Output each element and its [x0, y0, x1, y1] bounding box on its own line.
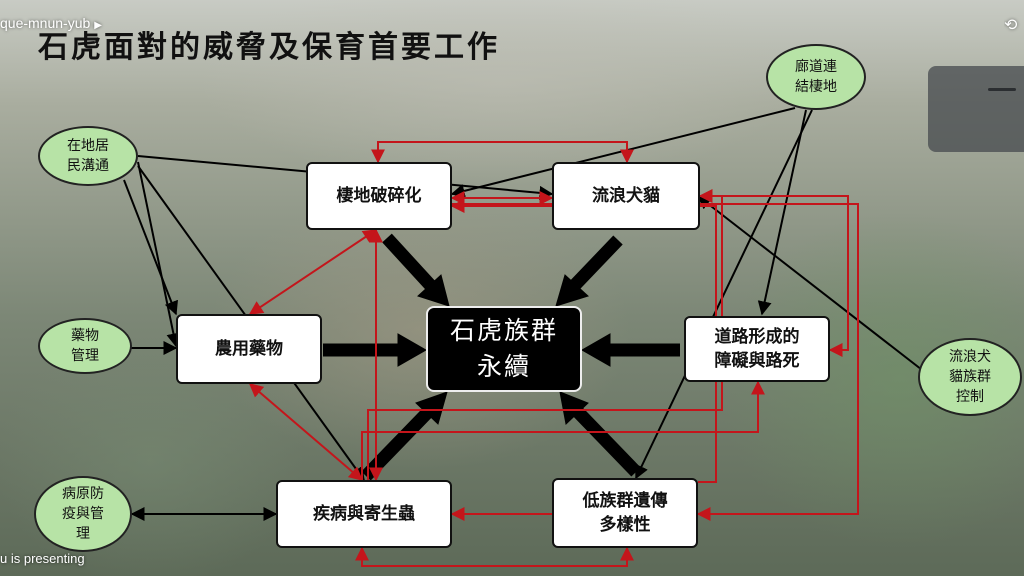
self-view-panel[interactable] [928, 66, 1024, 152]
arrowhead-pesticide [397, 333, 428, 367]
oval-pathogen-prevention: 病原防 疫與管 理 [34, 476, 132, 552]
box-habitat-fragmentation: 棲地破碎化 [306, 162, 452, 230]
red-disease-genetic-bottom [355, 546, 634, 567]
meeting-code-chip[interactable]: que-mnun-yub▶ [0, 12, 102, 34]
arrow-habitat-to-center [382, 233, 436, 291]
box-agricultural-pesticides: 農用藥物 [176, 314, 322, 384]
oval-drug-management: 藥物 管理 [38, 318, 132, 374]
slide-title: 石虎面對的威脅及保育首要工作 [38, 30, 500, 65]
arrow-genetic-to-center [573, 407, 641, 477]
arrowhead-genetic [559, 391, 589, 425]
box-road-barriers-roadkill: 道路形成的 障礙與路死 [684, 316, 830, 382]
box-low-genetic-diversity: 低族群遺傳 多樣性 [552, 478, 698, 548]
thick-arrows-to-center [323, 233, 680, 481]
arrow-stray-to-center [569, 235, 623, 291]
arrowhead-disease [415, 391, 448, 425]
red-stray-road [700, 195, 849, 357]
self-view-handle[interactable] [988, 88, 1016, 91]
meeting-code: que-mnun-yub [0, 15, 91, 31]
oval-stray-population-control: 流浪犬 貓族群 控制 [918, 338, 1022, 416]
arrow-corridor-to-genetic [635, 109, 813, 480]
camera-rotate-icon[interactable]: ⟲ [1004, 15, 1018, 34]
red-habitat-pesticide [248, 229, 378, 315]
arrowhead-road [580, 333, 611, 367]
arrow-community-to-pesticide [137, 161, 181, 348]
red-pesticide-disease [248, 383, 364, 481]
arrowhead-habitat [417, 274, 450, 307]
oval-corridor-habitat: 廊道連 結棲地 [766, 44, 866, 110]
arrow-straycontrol-to-stray [696, 195, 936, 381]
red-habitat-stray [371, 141, 634, 164]
arrow-corridor-to-road [757, 109, 807, 316]
interaction-arrows [248, 141, 859, 567]
red-disease-road [361, 380, 765, 480]
center-leopard-cat-population: 石虎族群 永續 [426, 306, 582, 392]
play-triangle-icon: ▶ [94, 20, 102, 31]
oval-community-communication: 在地居 民溝通 [38, 126, 138, 186]
box-stray-dogs-cats: 流浪犬貓 [552, 162, 700, 230]
box-disease-parasites: 疾病與寄生蟲 [276, 480, 452, 548]
arrow-community-to-pesticide-2 [123, 179, 178, 316]
presenting-status: u is presenting [0, 551, 85, 566]
arrowhead-stray [555, 274, 589, 307]
